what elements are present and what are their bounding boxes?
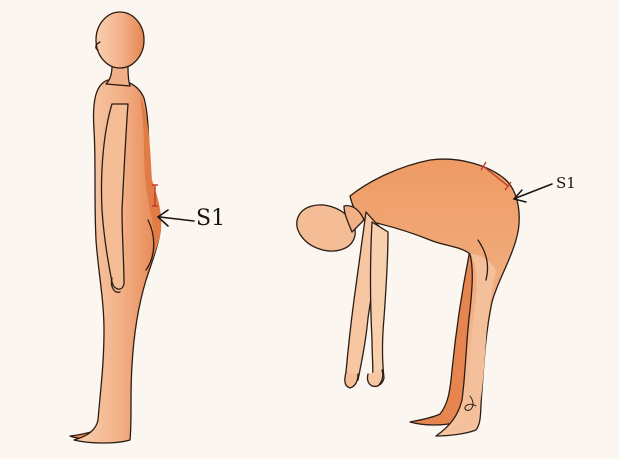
bending-s1-label: S1 (556, 174, 576, 192)
standing-s1-label: S1 (196, 206, 225, 231)
bending-figure (290, 159, 519, 436)
arrow-left-icon (158, 210, 194, 226)
arrow-left-icon (514, 184, 552, 202)
standing-figure (70, 12, 161, 443)
